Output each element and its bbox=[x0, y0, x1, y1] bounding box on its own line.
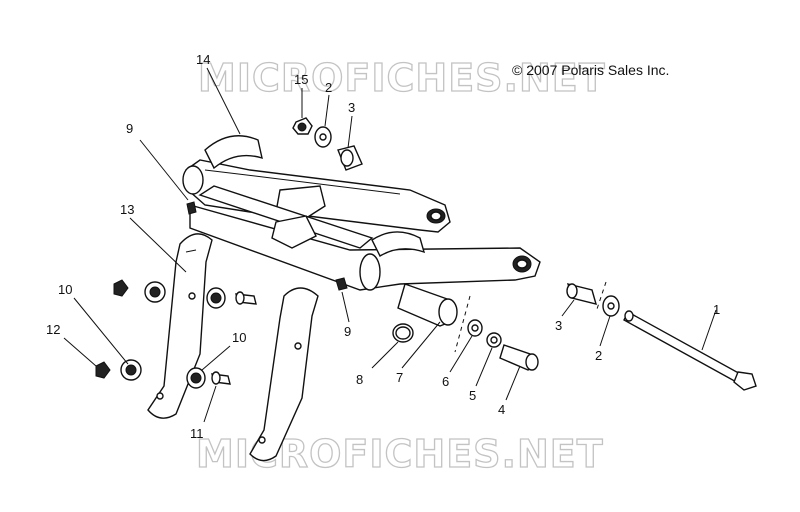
callout-14: 14 bbox=[196, 52, 210, 67]
bushing-10-lower-right bbox=[186, 367, 206, 389]
callout-4: 4 bbox=[498, 402, 505, 417]
link-13-right bbox=[249, 287, 319, 462]
bolt-11 bbox=[211, 371, 231, 385]
washer-2-right bbox=[602, 295, 620, 317]
bushing-10-upper bbox=[144, 281, 166, 303]
callout-11: 11 bbox=[190, 426, 204, 441]
callout-9-upper: 9 bbox=[126, 121, 133, 136]
callout-8: 8 bbox=[356, 372, 363, 387]
nut-left-upper bbox=[113, 279, 129, 297]
grease-fitting-9-lower bbox=[335, 277, 348, 291]
bushing-10-lower-left bbox=[120, 359, 142, 381]
bolt-4 bbox=[499, 344, 539, 371]
bushing-upper-right bbox=[206, 287, 226, 309]
leader-lines bbox=[63, 67, 717, 423]
copyright-notice: © 2007 Polaris Sales Inc. bbox=[512, 62, 670, 78]
callout-2-upper: 2 bbox=[325, 80, 332, 95]
grease-fitting-9-upper bbox=[186, 201, 197, 215]
callout-12: 12 bbox=[46, 322, 60, 337]
spacer-3-right bbox=[566, 283, 598, 305]
shaft-1 bbox=[623, 310, 757, 391]
nut-12 bbox=[95, 361, 111, 379]
callout-2-right: 2 bbox=[595, 348, 602, 363]
seal-8 bbox=[392, 323, 414, 343]
washer-5 bbox=[486, 332, 502, 348]
callout-13: 13 bbox=[120, 202, 134, 217]
callout-3-upper: 3 bbox=[348, 100, 355, 115]
callout-1: 1 bbox=[713, 302, 720, 317]
bolt-upper-right bbox=[235, 291, 257, 305]
callouts: 1 2 2 3 3 4 5 6 7 8 9 9 10 10 11 12 13 1… bbox=[46, 52, 720, 441]
washer-6 bbox=[467, 319, 483, 337]
callout-5: 5 bbox=[469, 388, 476, 403]
callout-7: 7 bbox=[396, 370, 403, 385]
nut-15 bbox=[292, 117, 313, 135]
washer-2-upper bbox=[314, 126, 332, 148]
watermark-top: MICROFICHES.NET bbox=[197, 55, 606, 100]
callout-10-right: 10 bbox=[232, 330, 246, 345]
spacer-3-upper bbox=[337, 145, 363, 171]
callout-9-lower: 9 bbox=[344, 324, 351, 339]
callout-10-left: 10 bbox=[58, 282, 72, 297]
callout-15: 15 bbox=[294, 72, 308, 87]
lower-swing-arm bbox=[189, 204, 541, 291]
link-13-left bbox=[147, 233, 213, 419]
upper-swing-arm bbox=[182, 135, 451, 249]
bushing-7 bbox=[397, 283, 458, 327]
callout-6: 6 bbox=[442, 374, 449, 389]
callout-3-right: 3 bbox=[555, 318, 562, 333]
